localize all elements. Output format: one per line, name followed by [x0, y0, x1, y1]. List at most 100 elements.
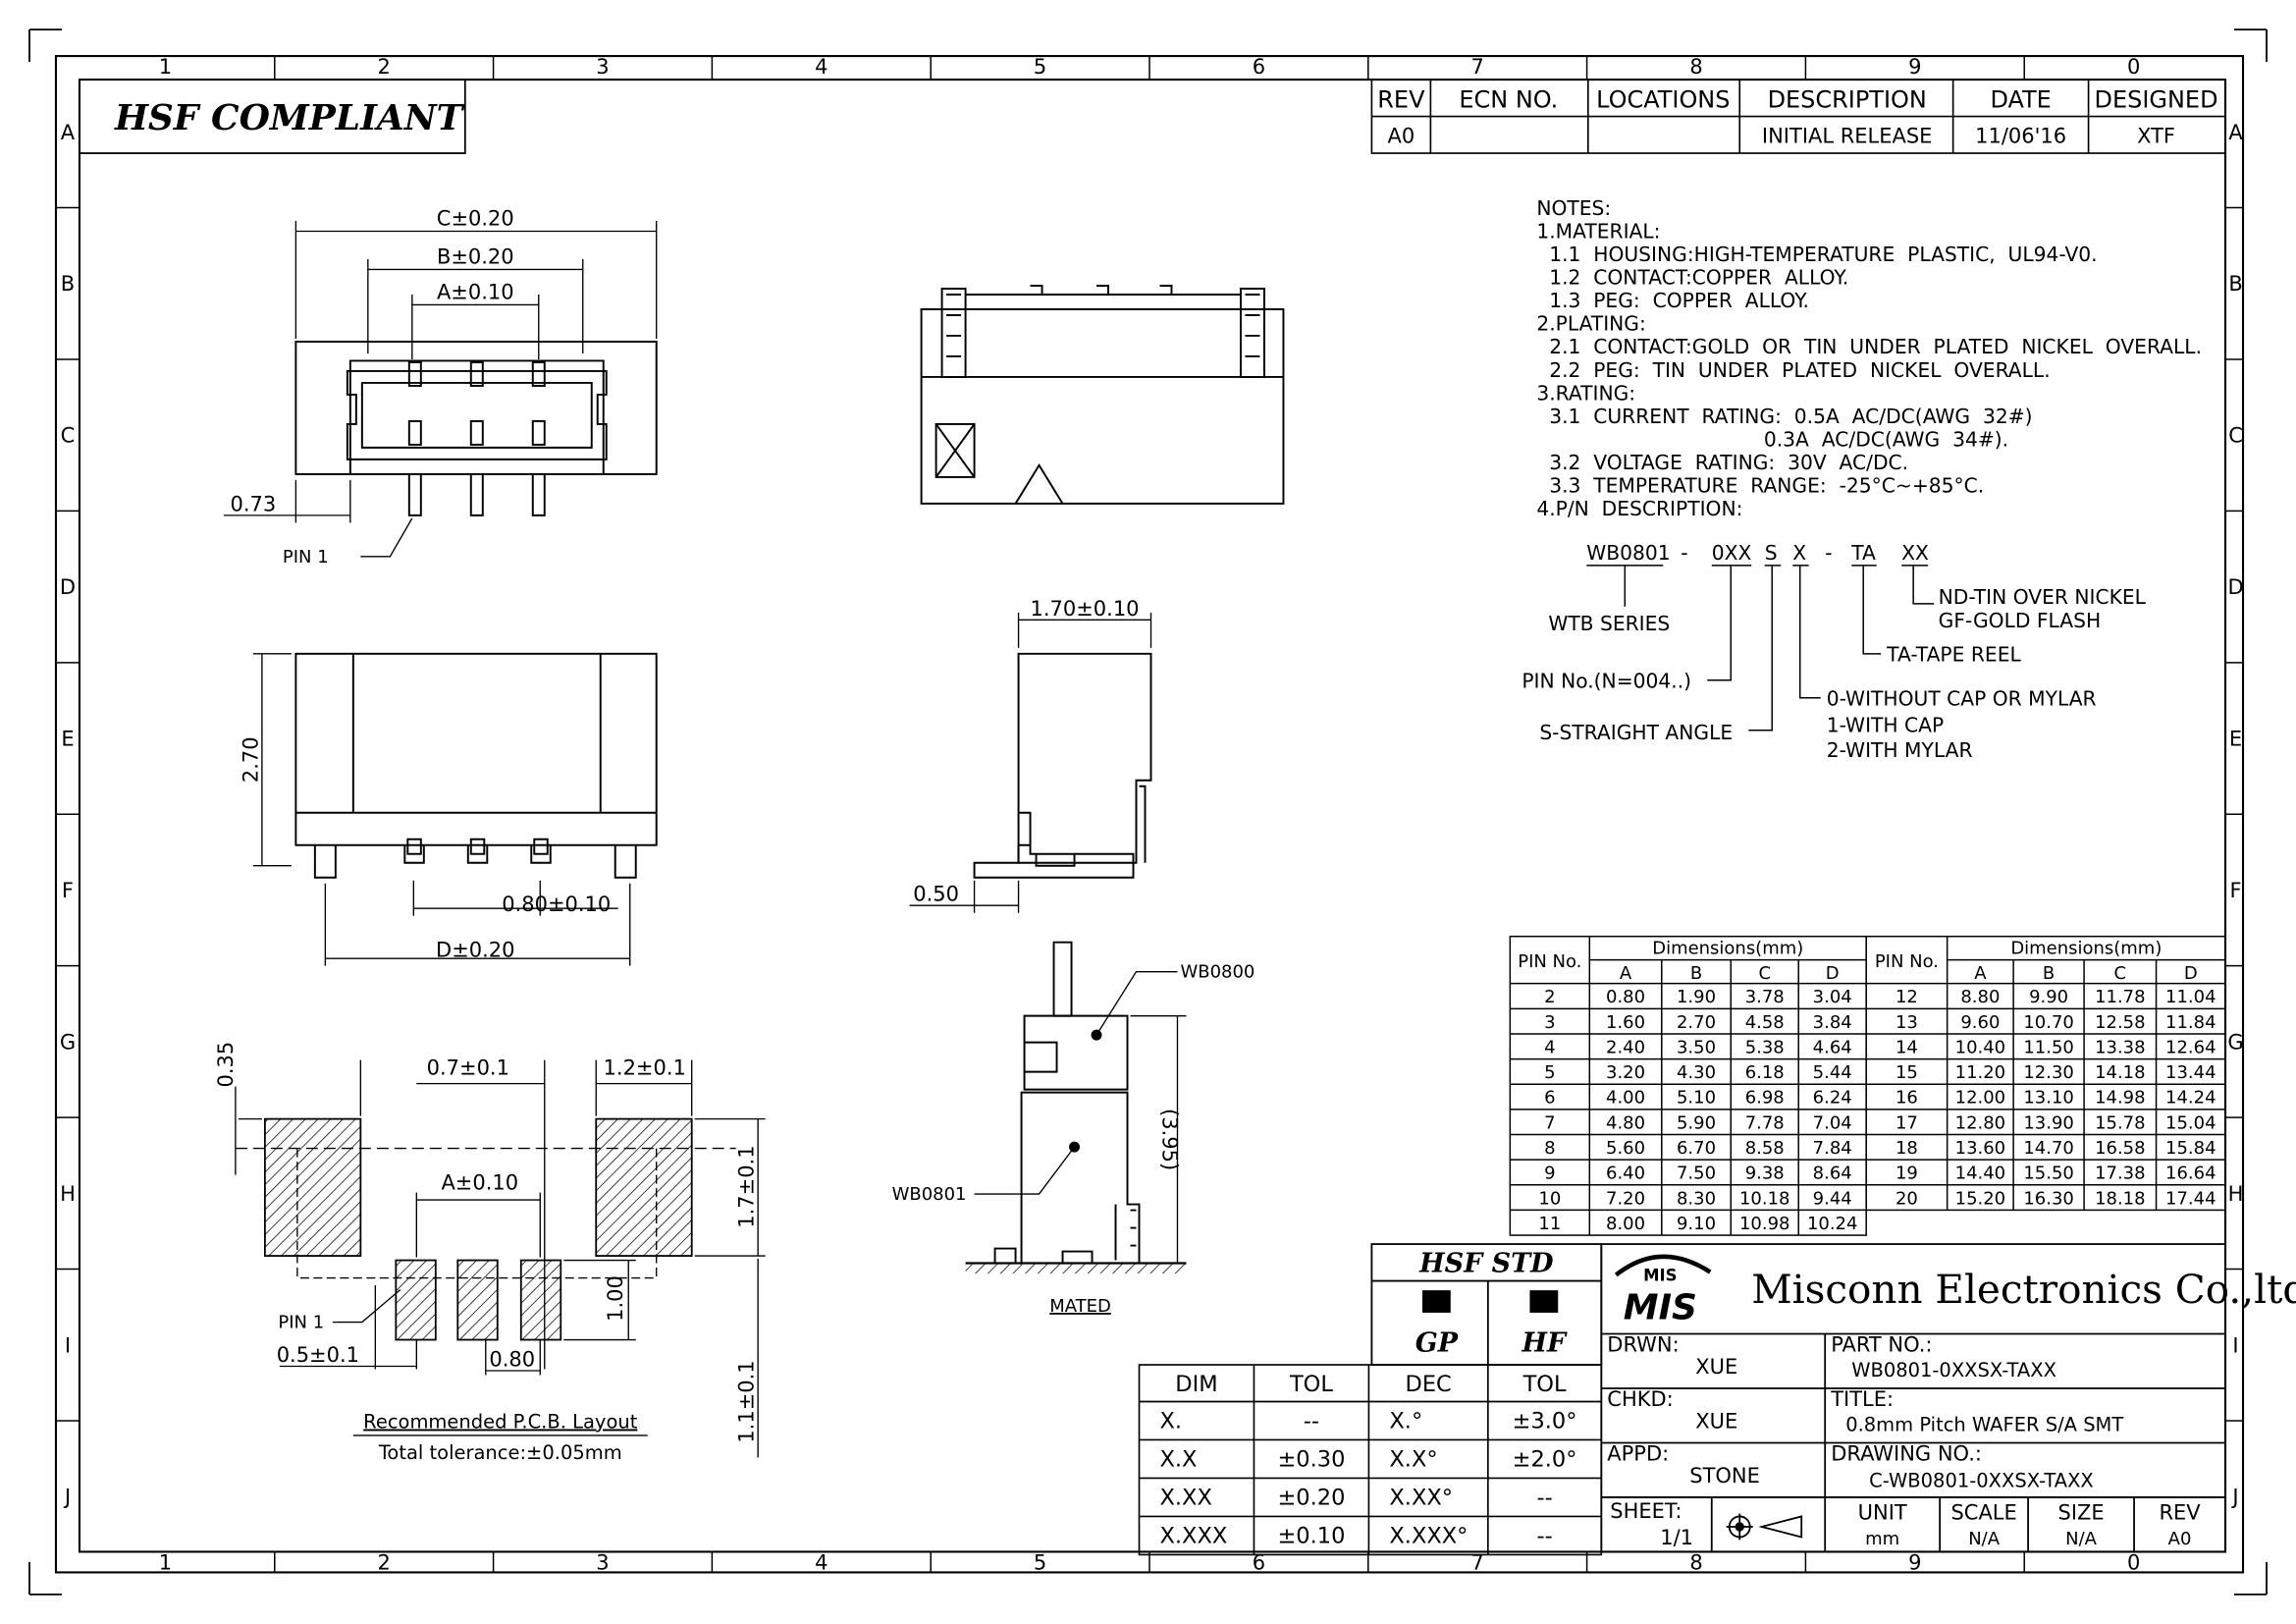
dim-table-col-header: A	[1974, 963, 1987, 984]
dim-table-pin-cell: 11	[1538, 1214, 1561, 1234]
dim-table-cell: 13.90	[2023, 1112, 2074, 1133]
dim-table-pin-cell: 5	[1544, 1062, 1555, 1083]
dim-table-cell: 9.90	[2029, 987, 2068, 1007]
dim-table-cell: 14.98	[2095, 1088, 2146, 1109]
tolerance-cell: X.XXX°	[1389, 1523, 1468, 1548]
dim-table-col-header: D	[1826, 963, 1840, 984]
dim-table-pin-cell: 17	[1896, 1112, 1918, 1133]
dim-table-cell: 5.38	[1745, 1037, 1785, 1057]
dim-table-cell: 1.90	[1677, 987, 1716, 1007]
note-line: 1.MATERIAL:	[1536, 220, 1660, 244]
drawing-no-label: DRAWING NO.:	[1831, 1441, 1982, 1465]
dim-table-cell: 10.40	[1955, 1037, 2006, 1057]
date-header: DATE	[1990, 86, 2051, 114]
top-view	[920, 285, 1285, 505]
pn-label-gf: GF-GOLD FLASH	[1939, 609, 2102, 632]
border-col-label: 4	[815, 1550, 828, 1574]
tolerance-header: DEC	[1406, 1372, 1452, 1397]
label-mated: MATED	[1049, 1296, 1111, 1317]
border-col-label: 6	[1253, 1550, 1265, 1574]
border-col-label: 7	[1471, 1550, 1484, 1574]
label-wb0800: WB0800	[1180, 962, 1255, 983]
scale-label: SCALE	[1950, 1500, 2016, 1524]
border-col-label: 2	[378, 1550, 391, 1574]
dim-c: C±0.20	[437, 207, 514, 231]
part-no-label: PART NO.:	[1831, 1333, 1932, 1357]
rev-label: REV	[2159, 1500, 2201, 1524]
note-line: 2.2 PEG: TIN UNDER PLATED NICKEL OVERALL…	[1536, 358, 2050, 382]
label-wb0801: WB0801	[892, 1184, 967, 1205]
sheet-value: 1/1	[1660, 1526, 1693, 1549]
dim-table-cell: 18.18	[2095, 1188, 2146, 1209]
dim-12: 1.2±0.1	[604, 1056, 686, 1080]
part-no-value: WB0801-0XXSX-TAXX	[1851, 1359, 2056, 1381]
border-row-label: E	[61, 728, 74, 751]
note-line: 3.3 TEMPERATURE RANGE: -25°C~+85°C.	[1536, 473, 1984, 497]
border-col-label: 7	[1471, 55, 1484, 79]
pn-dash: -	[1681, 541, 1687, 565]
note-line: 1.1 HOUSING:HIGH-TEMPERATURE PLASTIC, UL…	[1536, 243, 2097, 266]
dim-table-pin-cell: 10	[1538, 1188, 1561, 1209]
rev-header: REV	[1377, 86, 1425, 114]
dim-table-cell: 16.64	[2165, 1164, 2216, 1184]
pn-label-nd: ND-TIN OVER NICKEL	[1939, 585, 2147, 609]
dim-050: 0.50	[913, 883, 959, 906]
tolerance-cell: --	[1304, 1408, 1319, 1434]
hf-label: HF	[1522, 1328, 1568, 1359]
dim-table-group-header: Dimensions(mm)	[1652, 939, 1803, 959]
dim-table-cell: 13.44	[2165, 1062, 2216, 1083]
title-value: 0.8mm Pitch WAFER S/A SMT	[1845, 1413, 2123, 1435]
pn-label-tape: TA-TAPE REEL	[1886, 642, 2021, 666]
dim-table-col-header: D	[2184, 963, 2198, 984]
pcb-title: Recommended P.C.B. Layout	[363, 1410, 638, 1433]
border-row-label: C	[61, 424, 76, 448]
dim-table-pin-cell: 14	[1896, 1037, 1918, 1057]
pn-dash-2: -	[1825, 541, 1832, 565]
dim-table-group-header: Dimensions(mm)	[2010, 939, 2162, 959]
border-col-label: 0	[2127, 55, 2140, 79]
dim-table-pin-cell: 9	[1544, 1164, 1555, 1184]
dim-table-cell: 12.80	[1955, 1112, 2006, 1133]
dim-100: 1.00	[604, 1275, 627, 1322]
company-name: Misconn Electronics Co.,ltd.	[1751, 1266, 2296, 1313]
bottom-view	[252, 652, 658, 966]
hsf-compliant-label: HSF COMPLIANT	[114, 97, 465, 138]
dim-a: A±0.10	[437, 280, 514, 303]
note-line: 1.2 CONTACT:COPPER ALLOY.	[1536, 266, 1848, 290]
front-view	[223, 221, 658, 558]
dim-table-col-header: B	[2043, 963, 2055, 984]
tolerance-header: TOL	[1522, 1372, 1567, 1397]
border-row-label: G	[2227, 1030, 2243, 1054]
note-line: 4.P/N DESCRIPTION:	[1536, 497, 1742, 520]
border-row-label: B	[61, 272, 75, 296]
border-row-label: I	[2232, 1333, 2238, 1357]
dim-17: 1.7±0.1	[735, 1145, 759, 1227]
side-view	[909, 612, 1152, 913]
pn-label-series: WTB SERIES	[1548, 612, 1670, 635]
dim-table-pin-cell: 6	[1544, 1088, 1555, 1109]
dim-d: D±0.20	[436, 939, 514, 962]
dim-table-cell: 17.44	[2165, 1188, 2216, 1209]
tolerance-cell: X.X°	[1389, 1446, 1437, 1472]
dim-170: 1.70±0.10	[1031, 597, 1140, 621]
border-row-label: D	[2227, 575, 2243, 599]
border-col-label: 0	[2127, 1550, 2140, 1574]
dim-table-cell: 10.18	[1739, 1188, 1790, 1209]
dim-table-cell: 7.84	[1813, 1138, 1852, 1159]
pn-label-option-0: 0-WITHOUT CAP OR MYLAR	[1827, 686, 2097, 710]
date-value: 11/06'16	[1975, 125, 2066, 148]
dim-table-cell: 12.64	[2165, 1037, 2216, 1057]
pcb-dim-080: 0.80	[489, 1348, 535, 1372]
dim-table-pin-cell: 7	[1544, 1112, 1555, 1133]
border-row-label: J	[63, 1486, 71, 1509]
dim-table-pin-cell: 20	[1896, 1188, 1918, 1209]
dim-table-cell: 15.78	[2095, 1112, 2146, 1133]
dim-table-col-header: B	[1690, 963, 1702, 984]
tolerance-header: TOL	[1289, 1372, 1333, 1397]
dim-table-cell: 13.38	[2095, 1037, 2146, 1057]
dim-035: 0.35	[214, 1042, 238, 1088]
pcb-layout	[235, 1059, 766, 1458]
pn-series: WB0801	[1586, 541, 1670, 565]
border-row-label: H	[60, 1182, 76, 1206]
